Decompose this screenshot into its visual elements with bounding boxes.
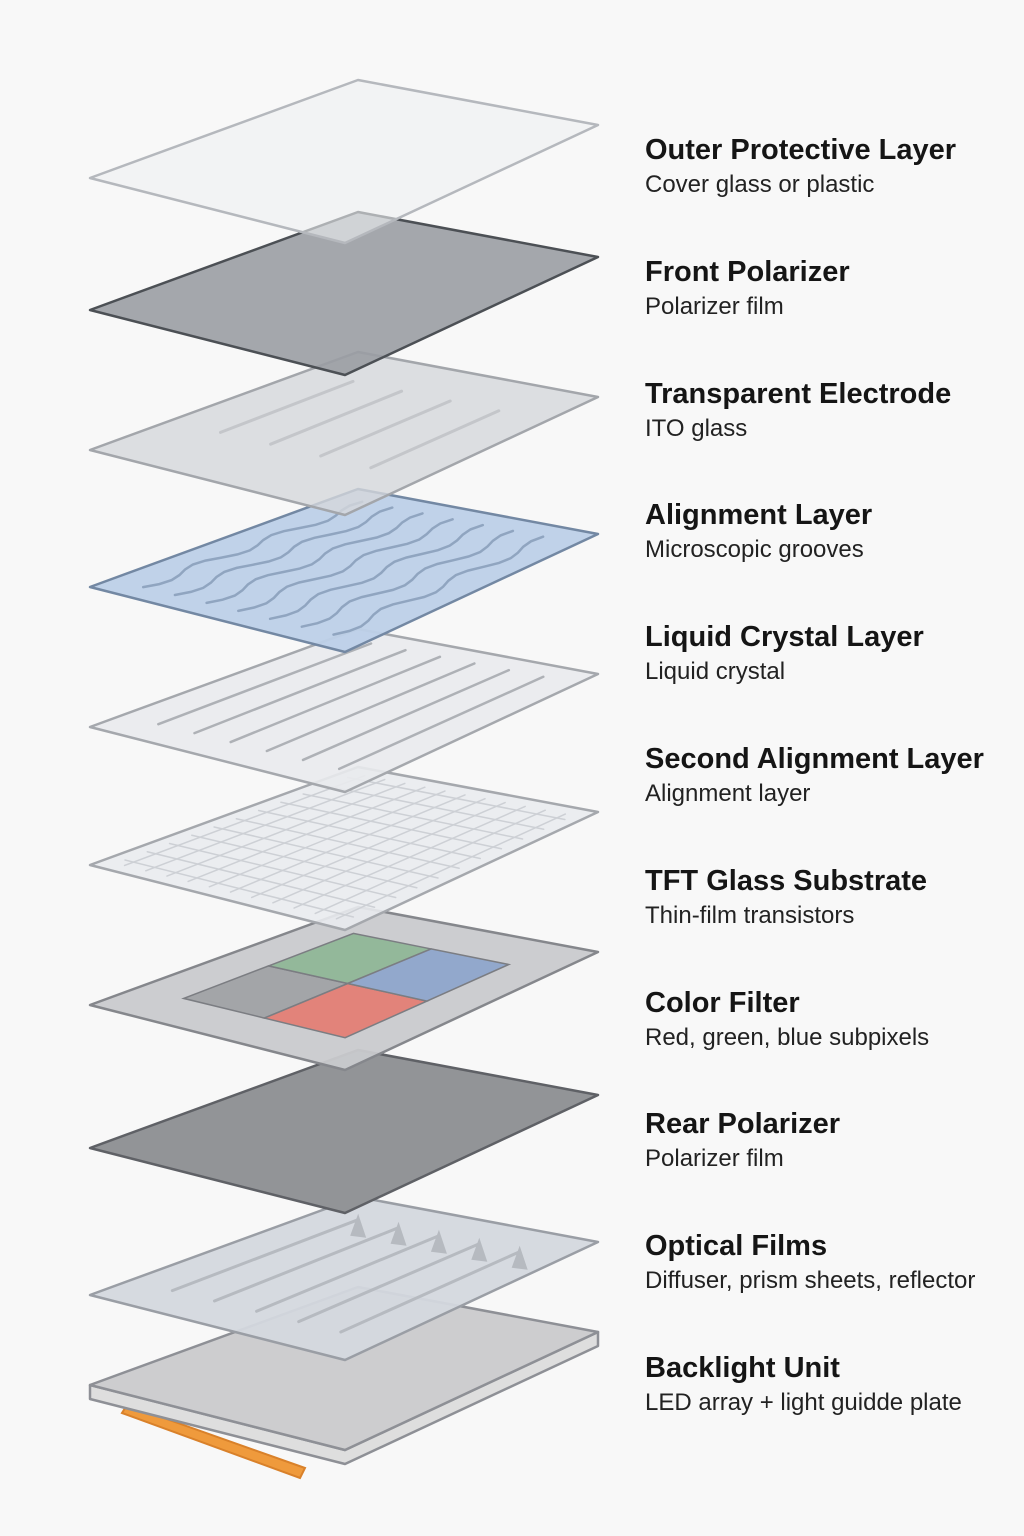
layer-subtitle: Red, green, blue subpixels (645, 1023, 930, 1051)
liquid-crystal-layer (88, 627, 600, 794)
layer-subtitle: Cover glass or plastic (645, 171, 875, 198)
layer-title: Liquid Crystal Layer (645, 621, 924, 654)
color-filter-layer (88, 905, 600, 1072)
layer-title: Rear Polarizer (645, 1108, 841, 1141)
optical-films-layer (88, 1195, 600, 1362)
subpixel-blue (345, 948, 512, 1002)
layer-title: Backlight Unit (645, 1352, 840, 1384)
layer-title: TFT Glass Substrate (645, 864, 928, 897)
layer-title: Color Filter (645, 986, 800, 1019)
layer-subtitle: Microscopic grooves (645, 536, 864, 564)
layer-title: Front Polarizer (645, 255, 850, 288)
layer-subtitle: LED array + light guidde plate (645, 1389, 962, 1416)
outer-protective-layer (88, 78, 600, 245)
layer-subtitle: Liquid crystal (645, 658, 786, 686)
layer-subtitle: Polarizer film (645, 1145, 784, 1173)
layer-subtitle: Polarizer film (645, 292, 784, 320)
tft-glass-layer (88, 765, 600, 932)
layer-title: Alignment Layer (645, 499, 873, 532)
layer-subtitle: Alignment layer (645, 780, 811, 807)
layer-subtitle: Diffuser, prism sheets, reflector (645, 1267, 976, 1295)
rear-polarizer-layer (88, 1048, 600, 1215)
layer-title: Second Alignment Layer (645, 743, 984, 775)
layer-title: Outer Protective Layer (645, 134, 957, 166)
alignment-layer (88, 487, 600, 654)
transparent-electrode-layer (88, 350, 600, 517)
front-polarizer-layer (88, 210, 600, 377)
layer-subtitle: Thin-film transistors (645, 901, 855, 929)
layer-title: Optical Films (645, 1230, 828, 1263)
layer-subtitle: ITO glass (645, 414, 748, 442)
layer-title: Transparent Electrode (645, 377, 952, 410)
